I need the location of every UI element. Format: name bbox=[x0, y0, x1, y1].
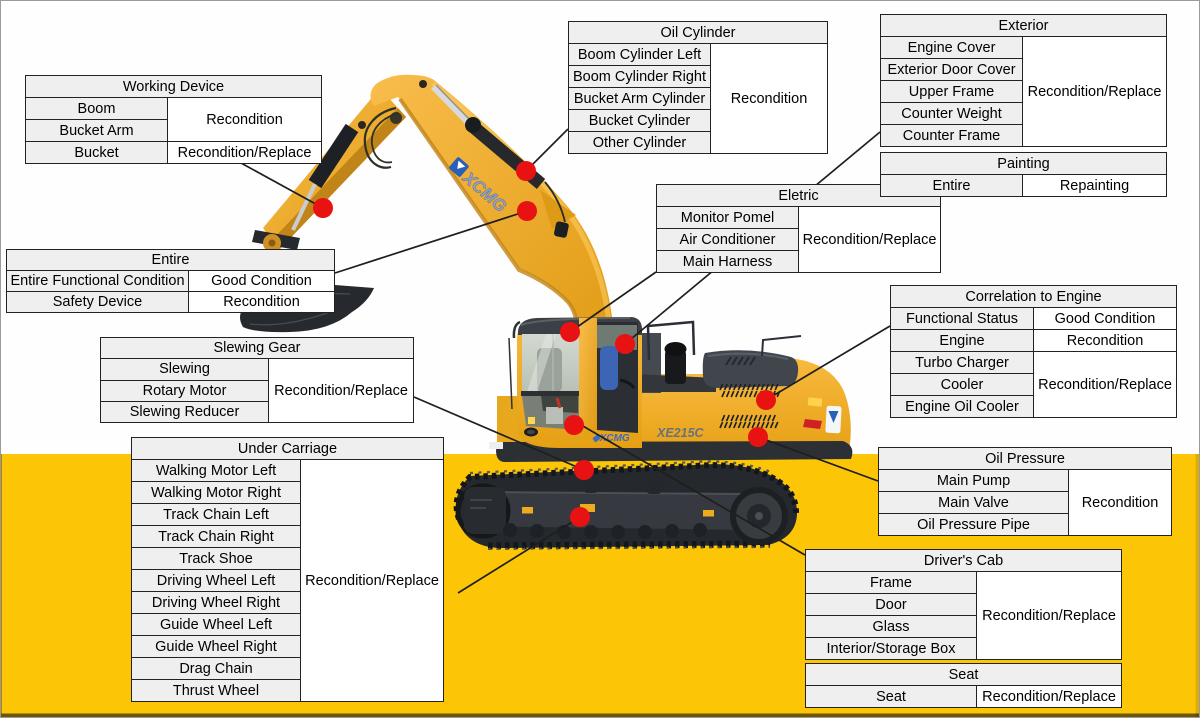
svg-text:◆XCMG: ◆XCMG bbox=[592, 433, 630, 444]
svg-text:XE215C: XE215C bbox=[656, 426, 705, 440]
